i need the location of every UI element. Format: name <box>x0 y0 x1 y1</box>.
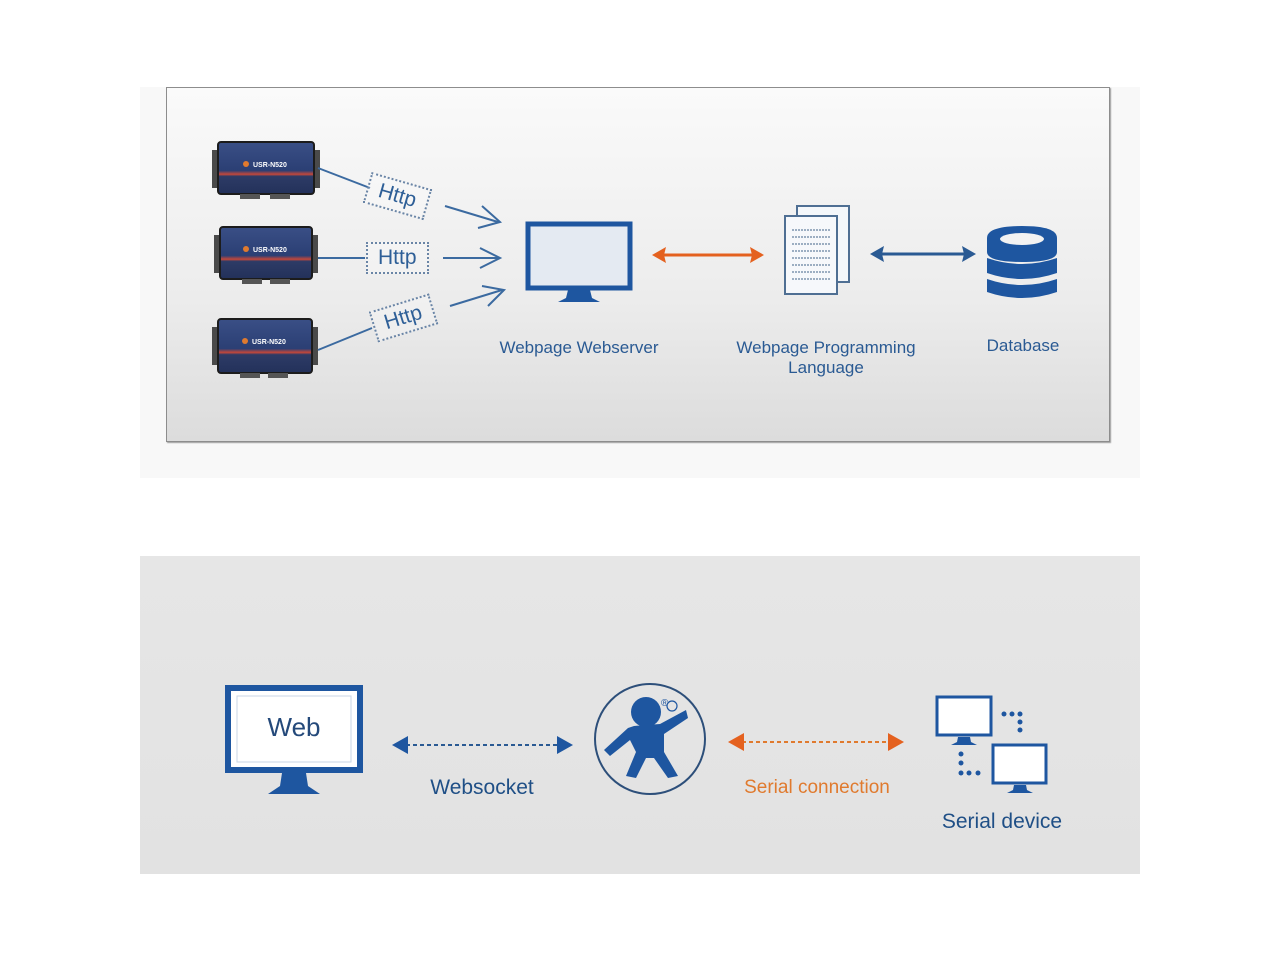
device-port <box>270 279 290 284</box>
serial-bidirectional-arrow <box>728 733 904 751</box>
usr-logo-icon <box>594 683 706 795</box>
arrowhead-icon <box>481 285 507 307</box>
http-line-3b <box>449 289 503 307</box>
serial-server-device-3: USR-N520 <box>212 318 318 378</box>
database-icon <box>987 226 1057 298</box>
database-label: Database <box>986 336 1060 355</box>
websocket-label: Websocket <box>430 776 534 799</box>
serial-server-device-2: USR-N520 <box>214 226 318 284</box>
arrowhead-icon <box>477 205 503 229</box>
http-line-3a <box>317 327 373 351</box>
device-mount-left <box>212 327 220 365</box>
device-logo-icon <box>243 246 249 252</box>
device-port <box>240 373 260 378</box>
top-diagram-panel <box>166 87 1110 442</box>
device-model-label: USR-N520 <box>253 162 287 169</box>
http-label-2: Http <box>366 242 429 274</box>
device-port <box>270 194 290 199</box>
webserver-label: Webpage Webserver <box>499 338 659 357</box>
http-line-1b <box>444 205 499 223</box>
device-port <box>240 194 260 199</box>
serial-device-label: Serial device <box>941 810 1063 833</box>
web-screen-text: Web <box>267 712 321 742</box>
serial-device-icon <box>935 695 1048 793</box>
device-port <box>268 373 288 378</box>
webserver-monitor-icon <box>525 221 633 302</box>
device-logo-icon <box>243 161 249 167</box>
orange-bidirectional-arrow <box>652 247 764 263</box>
websocket-bidirectional-arrow <box>392 736 573 754</box>
device-mount-left <box>212 150 220 188</box>
device-mount-left <box>214 235 222 273</box>
documents-icon <box>784 205 850 295</box>
web-monitor-icon <box>225 685 363 794</box>
blue-bidirectional-arrow <box>870 246 976 262</box>
serial-server-device-1: USR-N520 <box>212 141 320 199</box>
device-mount-right <box>310 235 318 273</box>
registered-mark: ® <box>661 698 669 709</box>
device-body <box>219 226 313 280</box>
device-model-label: USR-N520 <box>252 339 286 346</box>
device-logo-icon <box>242 338 248 344</box>
serial-connection-label: Serial connection <box>744 777 890 798</box>
programming-language-label: Webpage Programming Language <box>736 338 916 377</box>
device-body <box>217 141 315 195</box>
device-mount-right <box>312 150 320 188</box>
device-model-label: USR-N520 <box>253 247 287 254</box>
http-line-1a <box>317 167 371 189</box>
device-mount-right <box>310 327 318 365</box>
arrowhead-icon <box>479 247 503 269</box>
device-body <box>217 318 313 374</box>
device-port <box>242 279 262 284</box>
